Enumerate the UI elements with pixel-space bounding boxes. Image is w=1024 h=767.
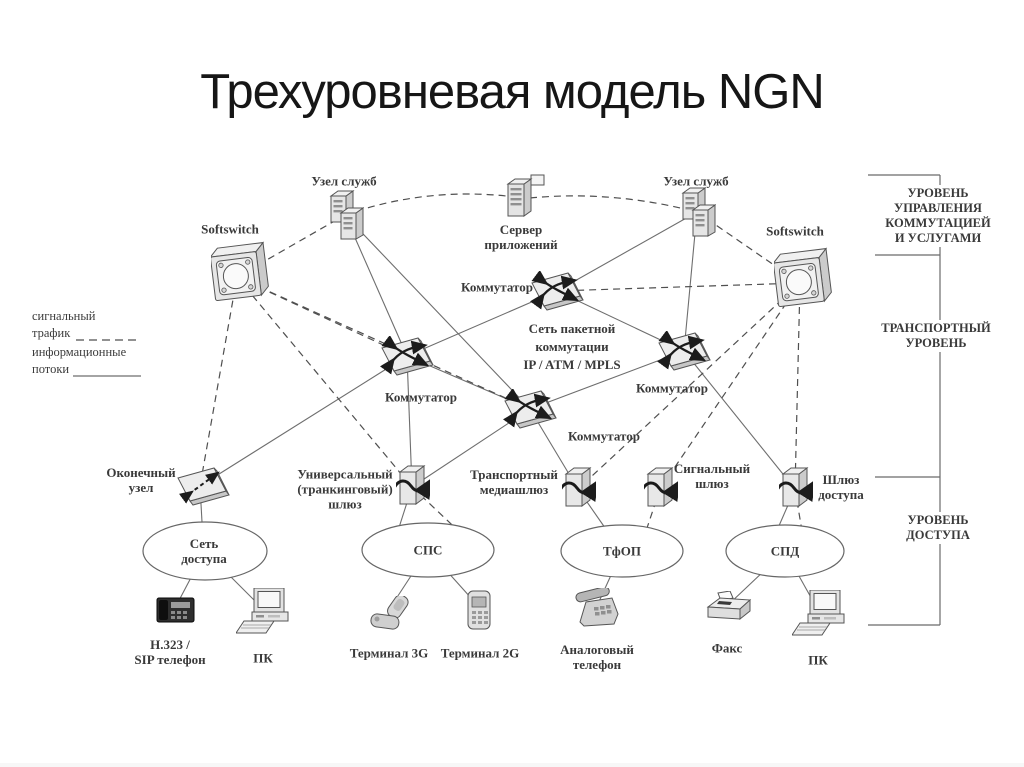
h323-phone-icon (157, 598, 194, 622)
terminal-3g-icon (370, 593, 410, 630)
tfop-cloud-label: ТфОП (603, 543, 641, 559)
pc-left-icon (236, 588, 288, 633)
tfop-cloud (560, 524, 684, 578)
service-node-right-icon (683, 188, 715, 236)
switch-left-label: Коммутатор (385, 389, 457, 405)
softswitch-left-label: Softswitch (201, 221, 259, 237)
switch-right-label: Коммутатор (636, 380, 708, 396)
signal-links (199, 193, 804, 541)
slide-bottom-edge (0, 763, 1024, 767)
access-network-cloud-label: Сеть доступа (181, 536, 227, 566)
terminal-2g-label: Терминал 2G (440, 645, 520, 661)
level-control-label: УРОВЕНЬ УПРАВЛЕНИЯ КОММУТАЦИЕЙ И УСЛУГАМ… (880, 185, 996, 247)
softswitch-left-icon (209, 243, 269, 301)
legend-info-label: информационные потоки (32, 345, 127, 376)
terminal-node-label: Оконечный узел (106, 465, 176, 495)
switch-top-label: Коммутатор (461, 279, 533, 295)
terminal-3g-label: Терминал 3G (349, 645, 429, 661)
service-node-right-label: Узел служб (663, 173, 729, 189)
switch-right-icon (659, 333, 710, 370)
fax-label: Факс (711, 640, 743, 656)
pc-right-icon (792, 590, 844, 635)
analog-phone-icon (575, 586, 618, 626)
pc-left-label: ПК (253, 650, 273, 666)
access-network-cloud (142, 521, 268, 581)
level-transport-label: ТРАНСПОРТНЫЙ УРОВЕНЬ (874, 320, 998, 352)
universal-gateway-label: Универсальный (транкинговый) шлюз (297, 466, 393, 512)
terminal-2g-icon (468, 591, 490, 629)
pc-right-label: ПК (808, 652, 828, 668)
app-server-label: Сервер приложений (484, 222, 558, 252)
service-node-left-icon (331, 191, 363, 239)
legend-lines (73, 339, 141, 377)
access-gateway-label: Шлюз доступа (818, 472, 864, 502)
terminal-node-icon (178, 468, 229, 505)
transport-gateway-icon (560, 468, 594, 506)
spd-cloud (725, 524, 845, 578)
fax-icon (708, 591, 750, 619)
service-node-left-label: Узел служб (311, 173, 377, 189)
sps-cloud (361, 522, 495, 578)
packet-network-label: Сеть пакетной коммутации IP / ATM / MPLS (523, 321, 621, 372)
switch-top-icon (532, 273, 583, 310)
switch-bottom-label: Коммутатор (568, 428, 640, 444)
app-server-icon (508, 175, 544, 216)
sps-cloud-label: СПС (413, 542, 443, 558)
analog-phone-label: Аналоговый телефон (560, 642, 634, 672)
legend-signal-label: сигнальный трафик (32, 309, 96, 340)
h323-phone-label: H.323 / SIP телефон (134, 637, 206, 667)
switch-left-icon (382, 338, 433, 375)
clouds (142, 521, 845, 581)
level-bracket (868, 174, 941, 626)
spd-cloud-label: СПД (770, 543, 800, 559)
softswitch-right-icon (772, 249, 832, 307)
switch-bottom-icon (505, 391, 556, 428)
info-links (174, 211, 819, 612)
page-title: Трехуровневая модель NGN (200, 65, 824, 119)
softswitch-right-label: Softswitch (766, 223, 824, 239)
level-access-label: УРОВЕНЬ ДОСТУПА (894, 512, 982, 544)
transport-gateway-label: Транспортный медиашлюз (470, 467, 558, 497)
signal-gateway-label: Сигнальный шлюз (673, 461, 751, 491)
